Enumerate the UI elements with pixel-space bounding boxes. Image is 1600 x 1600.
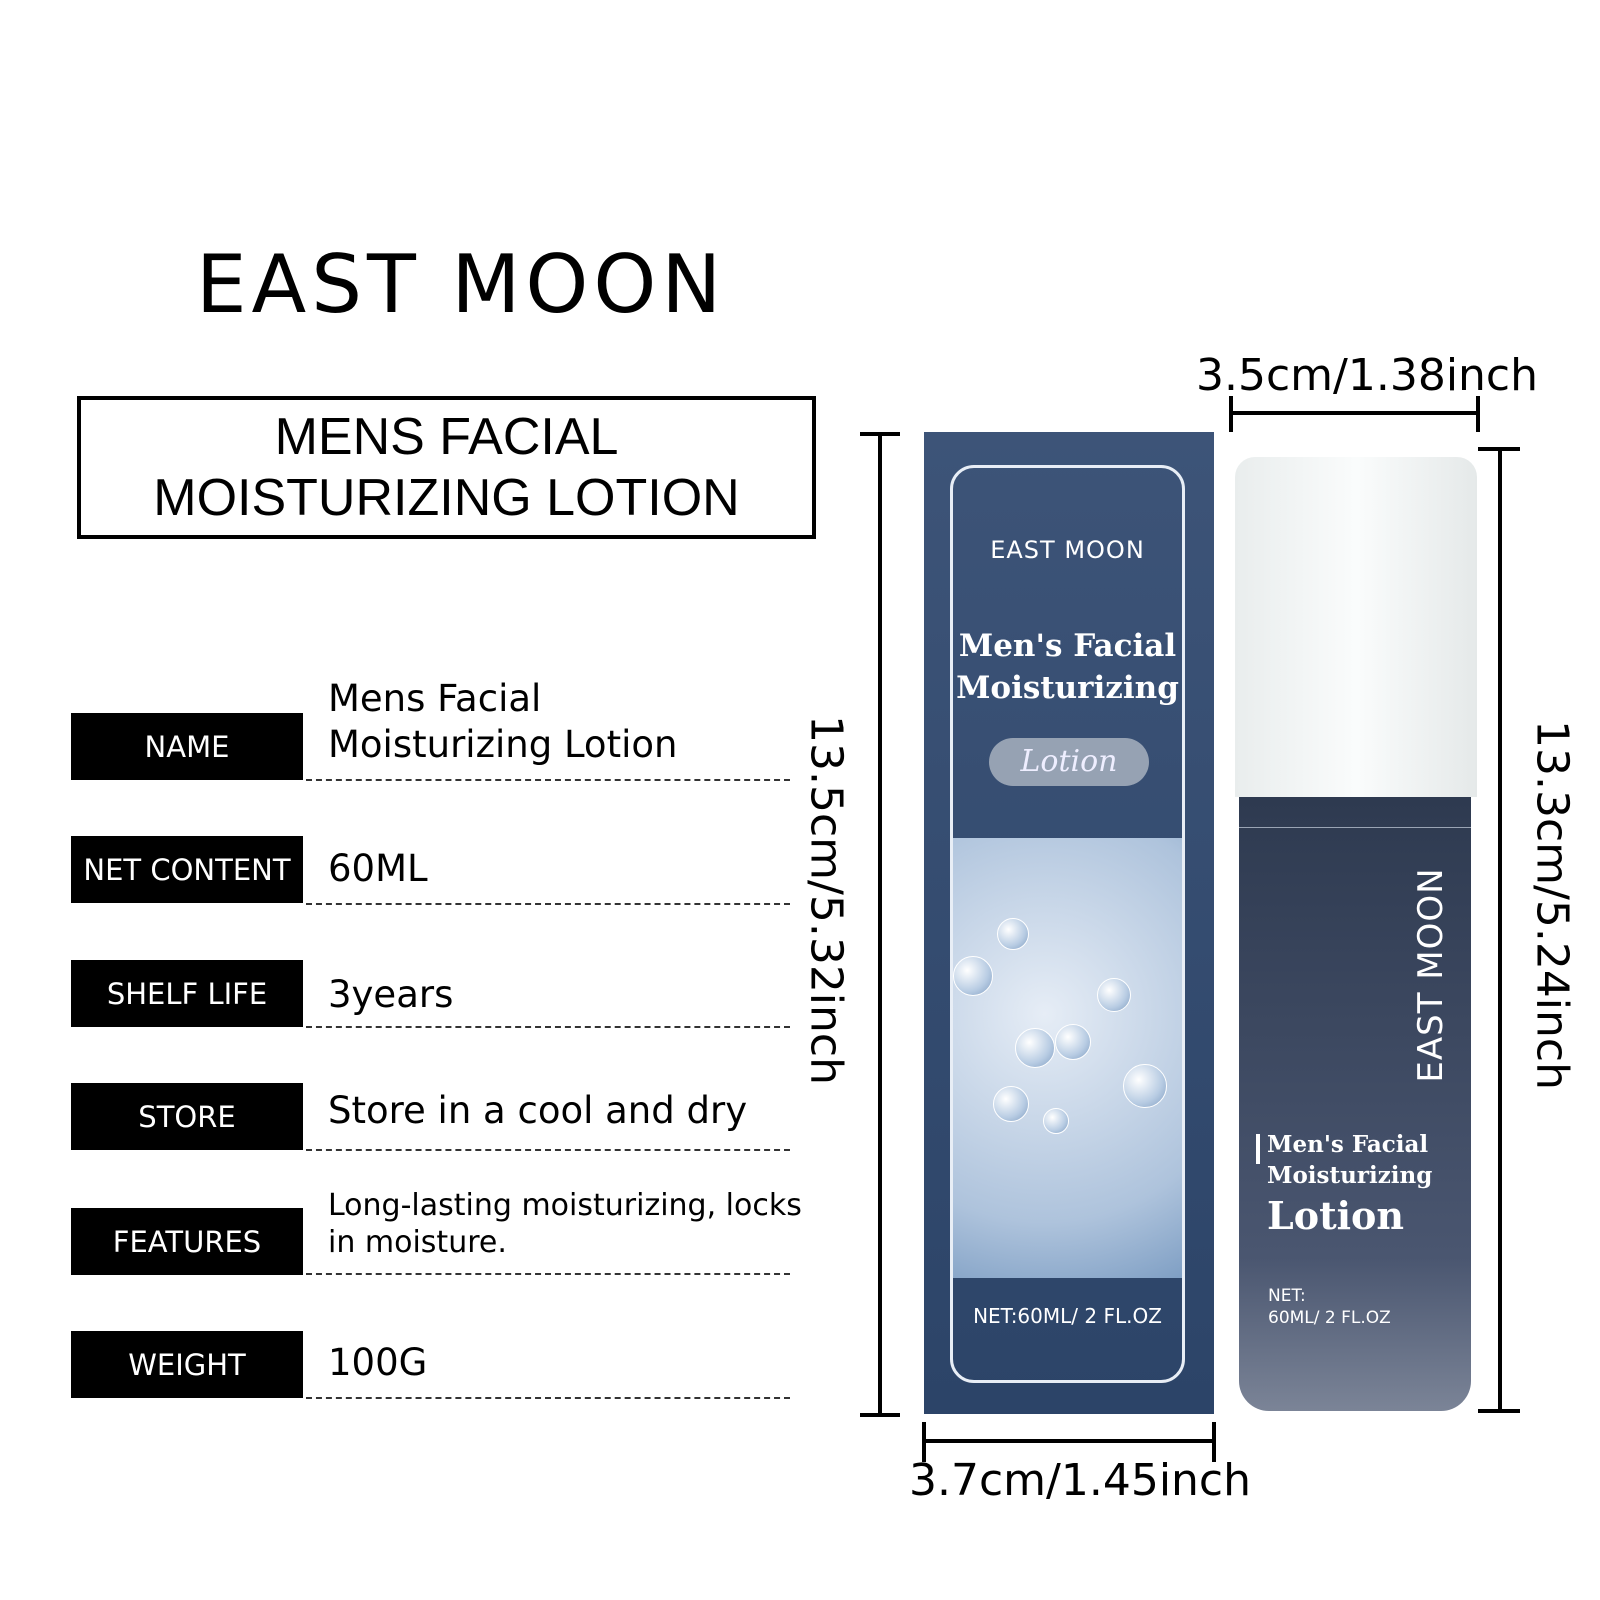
box-product-name: Men's Facial Moisturizing bbox=[953, 625, 1182, 709]
spec-label-net-content: NET CONTENT bbox=[71, 836, 303, 903]
box-name-line-2: Moisturizing bbox=[956, 670, 1179, 706]
dimension-tick bbox=[860, 432, 900, 436]
spec-value-features: Long-lasting moisturizing, locks in mois… bbox=[328, 1188, 802, 1260]
spec-label-shelf-life: SHELF LIFE bbox=[71, 960, 303, 1027]
dimension-tick bbox=[860, 1413, 900, 1417]
bottle-net-value: 60ML/ 2 FL.OZ bbox=[1268, 1308, 1391, 1328]
bottle-height-dimension-line bbox=[1498, 449, 1502, 1411]
bottle-width-label: 3.5cm/1.38inch bbox=[1196, 350, 1539, 401]
dimension-tick bbox=[1212, 1422, 1216, 1462]
bottle-name-line-1: Men's Facial bbox=[1267, 1131, 1429, 1158]
title-line-2: MOISTURIZING LOTION bbox=[153, 468, 740, 527]
spec-value-net-content: 60ML bbox=[328, 847, 428, 890]
divider bbox=[306, 1273, 790, 1275]
brand-logo: EAST MOON bbox=[196, 238, 727, 331]
bottle-name-line-2: Moisturizing bbox=[1267, 1162, 1433, 1189]
dimension-tick bbox=[1229, 396, 1233, 432]
product-box: EAST MOON Men's Facial Moisturizing Loti… bbox=[924, 432, 1214, 1414]
molecule-image bbox=[953, 838, 1182, 1278]
spec-value-name: Mens Facial Moisturizing Lotion bbox=[328, 677, 678, 766]
bottle-brand: EAST MOON bbox=[1411, 867, 1451, 1083]
bottle-name-line-3: Lotion bbox=[1267, 1193, 1405, 1238]
bottle-cap bbox=[1235, 457, 1477, 797]
divider bbox=[306, 779, 790, 781]
spec-value-store: Store in a cool and dry bbox=[328, 1089, 748, 1132]
bottle-net-content: NET: 60ML/ 2 FL.OZ bbox=[1268, 1285, 1391, 1329]
spec-label-features: FEATURES bbox=[71, 1208, 303, 1275]
divider bbox=[306, 1026, 790, 1028]
dimension-tick bbox=[922, 1422, 926, 1462]
box-lotion-badge: Lotion bbox=[989, 738, 1149, 786]
spec-label-name: NAME bbox=[71, 713, 303, 780]
divider bbox=[306, 1149, 790, 1151]
divider bbox=[306, 903, 790, 905]
spec-label-store: STORE bbox=[71, 1083, 303, 1150]
bottle-product-name: Men's Facial Moisturizing Lotion bbox=[1267, 1129, 1432, 1241]
product-bottle: EAST MOON Men's Facial Moisturizing Loti… bbox=[1231, 457, 1478, 1411]
spec-value-shelf-life: 3years bbox=[328, 973, 454, 1016]
box-net-content: NET:60ML/ 2 FL.OZ bbox=[973, 1304, 1162, 1328]
bottle-width-dimension-line bbox=[1231, 411, 1478, 415]
box-height-label: 13.5cm/5.32inch bbox=[800, 714, 852, 1086]
product-title-box: MENS FACIAL MOISTURIZING LOTION bbox=[77, 396, 816, 539]
bottle-height-label: 13.3cm/5.24inch bbox=[1526, 719, 1578, 1091]
box-width-dimension-line bbox=[924, 1439, 1214, 1443]
spec-label-weight: WEIGHT bbox=[71, 1331, 303, 1398]
box-label-panel: EAST MOON Men's Facial Moisturizing Loti… bbox=[950, 465, 1185, 1383]
spec-value-weight: 100G bbox=[328, 1341, 428, 1384]
dimension-tick bbox=[1476, 396, 1480, 432]
dimension-tick bbox=[1478, 1409, 1520, 1413]
box-name-line-1: Men's Facial bbox=[958, 628, 1177, 664]
bottle-net-label: NET: bbox=[1268, 1286, 1306, 1306]
box-brand: EAST MOON bbox=[990, 536, 1145, 564]
divider bbox=[306, 1397, 790, 1399]
title-line-1: MENS FACIAL bbox=[274, 407, 619, 466]
box-width-label: 3.7cm/1.45inch bbox=[909, 1455, 1252, 1506]
box-height-dimension-line bbox=[878, 434, 882, 1416]
dimension-tick bbox=[1478, 447, 1520, 451]
bottle-body: EAST MOON Men's Facial Moisturizing Loti… bbox=[1239, 797, 1471, 1411]
